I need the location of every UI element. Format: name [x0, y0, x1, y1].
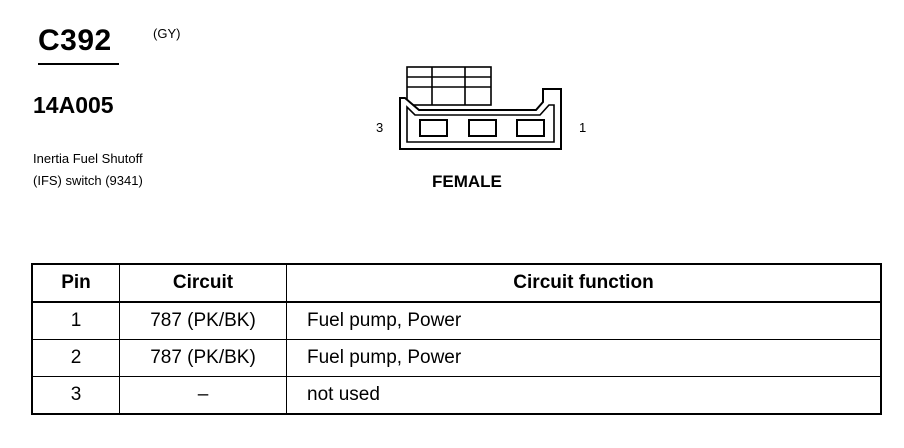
pin-label-left: 3 [376, 120, 384, 135]
connector-face-diagram [399, 66, 562, 150]
circuit-cell: 787 (PK/BK) [119, 301, 287, 340]
header-circuit: Circuit [119, 263, 287, 303]
circuit-cell: 787 (PK/BK) [119, 339, 287, 377]
table-header-row: Pin Circuit Circuit function [31, 263, 882, 303]
circuit-function-cell: Fuel pump, Power [286, 339, 882, 377]
part-number: 14A005 [33, 92, 114, 118]
pin-table: Pin Circuit Circuit function 1 787 (PK/B… [31, 263, 882, 415]
connector-id-underline [38, 63, 119, 65]
circuit-cell: – [119, 376, 287, 415]
pin-cavity-2 [468, 119, 497, 137]
pin-number-cell: 2 [31, 339, 120, 377]
table-row: 2 787 (PK/BK) Fuel pump, Power [31, 339, 882, 377]
component-description-line-2: (IFS) switch (9341) [33, 173, 143, 188]
pin-cavity-1 [516, 119, 545, 137]
connector-latch [406, 66, 492, 106]
pin-number-cell: 1 [31, 301, 120, 340]
component-description-line-1: Inertia Fuel Shutoff [33, 151, 143, 166]
header-circuit-function: Circuit function [286, 263, 882, 303]
pin-cavity-3 [419, 119, 448, 137]
connector-color-code: (GY) [153, 26, 181, 41]
circuit-function-cell: not used [286, 376, 882, 415]
pin-label-right: 1 [579, 120, 587, 135]
table-row: 3 – not used [31, 376, 882, 415]
pin-number-cell: 3 [31, 376, 120, 415]
circuit-function-cell: Fuel pump, Power [286, 301, 882, 340]
header-pin: Pin [31, 263, 120, 303]
connector-housing-inner [406, 104, 555, 143]
connector-id: C392 [38, 24, 112, 57]
connector-gender-label: FEMALE [432, 172, 502, 191]
table-row: 1 787 (PK/BK) Fuel pump, Power [31, 301, 882, 340]
